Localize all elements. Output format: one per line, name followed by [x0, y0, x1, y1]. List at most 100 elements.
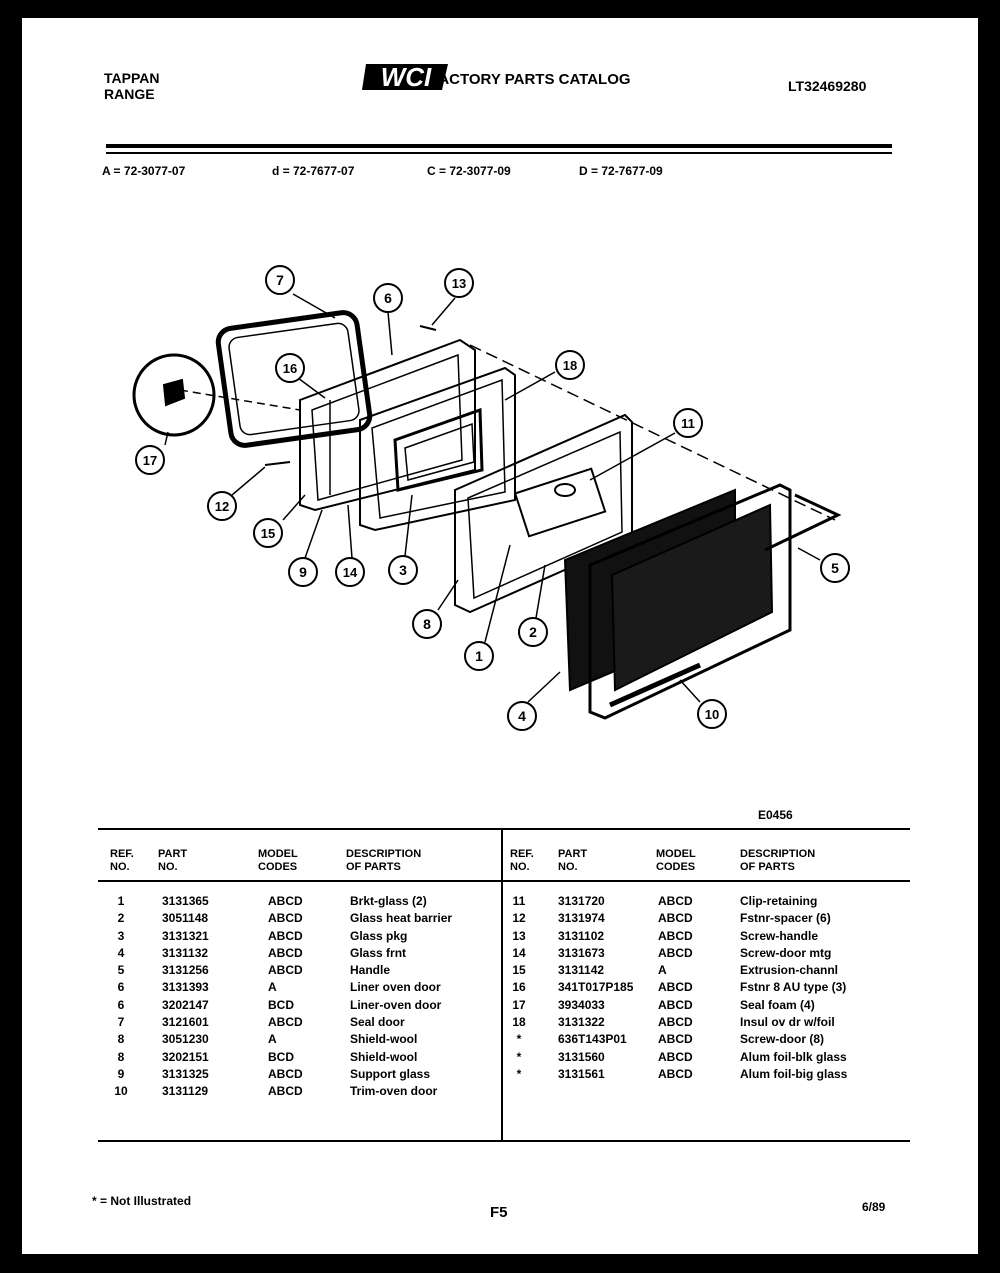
exploded-parts-diagram: 7 6 13 18 16 17 12 15 9 14 3 11 5 8 1 2 … [132, 265, 850, 731]
callout-5: 5 [820, 553, 850, 583]
callout-6: 6 [373, 283, 403, 313]
cell-part: 3131256 [162, 963, 209, 978]
cell-part: 3131129 [162, 1084, 209, 1099]
cell-part: 3121601 [162, 1015, 209, 1030]
cell-ref: 15 [512, 963, 526, 978]
cell-ref: * [516, 1066, 522, 1081]
header-model-right: MODEL CODES [656, 848, 696, 873]
callout-9: 9 [288, 557, 318, 587]
cell-codes: BCD [268, 1049, 294, 1064]
table-divider [501, 830, 503, 1140]
catalog-date: 6/89 [862, 1200, 886, 1214]
cell-desc: Glass heat barrier [350, 911, 453, 926]
cell-codes: ABCD [268, 945, 303, 960]
svg-text:8: 8 [423, 616, 431, 632]
svg-text:7: 7 [276, 272, 284, 288]
header-rule-bottom [106, 152, 892, 154]
cell-ref: 10 [114, 1084, 128, 1099]
callout-8: 8 [412, 609, 442, 639]
cell-desc: Fstnr-spacer (6) [740, 911, 831, 926]
cell-desc: Handle [350, 963, 391, 978]
cell-part: 3051148 [162, 911, 209, 926]
cell-codes: ABCD [658, 997, 693, 1012]
cell-part: 3131561 [558, 1066, 605, 1081]
cell-ref: 5 [117, 963, 125, 978]
logo-text: WCI [381, 62, 432, 92]
svg-text:17: 17 [143, 453, 157, 468]
cell-ref: 7 [117, 1015, 125, 1030]
cell-desc: Screw-door mtg [740, 945, 832, 960]
callout-1: 1 [464, 641, 494, 671]
wci-logo: WCI [362, 58, 452, 96]
cell-part: 3131560 [558, 1049, 605, 1064]
svg-text:6: 6 [384, 290, 392, 306]
cell-desc: Seal foam (4) [740, 997, 815, 1012]
callout-13: 13 [444, 268, 474, 298]
cell-ref: 2 [117, 911, 125, 926]
page-number: F5 [490, 1204, 508, 1221]
brand-line-1: TAPPAN [104, 70, 160, 86]
cell-part: 3131102 [558, 928, 605, 943]
cell-part: 636T143P01 [558, 1032, 627, 1047]
callout-14: 14 [335, 557, 365, 587]
cell-ref: 1 [117, 894, 125, 908]
callout-12: 12 [207, 491, 237, 521]
cell-codes: ABCD [268, 894, 303, 908]
cell-ref: * [516, 1049, 522, 1064]
svg-text:2: 2 [529, 624, 537, 640]
cell-codes: ABCD [268, 1066, 303, 1081]
svg-text:1: 1 [475, 648, 483, 664]
cell-part: 3131321 [162, 928, 209, 943]
svg-text:15: 15 [261, 526, 275, 541]
cell-ref: 6 [117, 997, 125, 1012]
svg-text:9: 9 [299, 564, 307, 580]
table-rule-bottom [98, 1140, 910, 1142]
cell-desc: Clip-retaining [740, 894, 818, 908]
callout-15: 15 [253, 518, 283, 548]
cell-desc: Alum foil-blk glass [740, 1049, 847, 1064]
header-desc-left: DESCRIPTION OF PARTS [346, 848, 422, 873]
svg-text:16: 16 [283, 361, 297, 376]
cell-part: 3131142 [558, 963, 605, 978]
cell-ref: 12 [512, 911, 526, 926]
cell-part: 3131393 [162, 980, 209, 995]
header-ref-left: REF. NO. [110, 848, 134, 873]
svg-text:10: 10 [705, 707, 719, 722]
cell-ref: 11 [512, 894, 526, 908]
callout-7: 7 [265, 265, 295, 295]
table-rule-header [98, 880, 910, 882]
cell-codes: ABCD [658, 1015, 693, 1030]
cell-desc: Glass pkg [350, 928, 408, 943]
svg-text:5: 5 [831, 560, 839, 576]
cell-ref: 18 [512, 1015, 526, 1030]
brand-line-2: RANGE [104, 86, 155, 102]
cell-ref: 14 [512, 945, 526, 960]
cell-ref: 17 [512, 997, 526, 1012]
cell-codes: ABCD [658, 894, 693, 908]
callout-16: 16 [275, 353, 305, 383]
cell-desc: Glass frnt [350, 945, 407, 960]
header-part-right: PART NO. [558, 848, 588, 873]
cell-ref: 8 [117, 1032, 125, 1047]
cell-desc: Shield-wool [350, 1049, 418, 1064]
header-part-left: PART NO. [158, 848, 188, 873]
svg-text:12: 12 [215, 499, 229, 514]
callout-4: 4 [507, 701, 537, 731]
header-desc-right: DESCRIPTION OF PARTS [740, 848, 816, 873]
cell-desc: Screw-handle [740, 928, 819, 943]
cell-part: 3131720 [558, 894, 605, 908]
svg-text:3: 3 [399, 562, 407, 578]
cell-part: 3131673 [558, 945, 605, 960]
callout-11: 11 [673, 408, 703, 438]
svg-text:18: 18 [563, 358, 577, 373]
header-model-left: MODEL CODES [258, 848, 298, 873]
diagram-code: E0456 [758, 808, 793, 822]
cell-codes: A [658, 963, 667, 978]
header-ref-right: REF. NO. [510, 848, 534, 873]
model-code-a: A = 72-3077-07 [102, 164, 186, 178]
model-code-b: d = 72-7677-07 [272, 164, 355, 178]
cell-part: 3131132 [162, 945, 209, 960]
not-illustrated-note: * = Not Illustrated [92, 1194, 192, 1208]
cell-codes: ABCD [658, 980, 693, 995]
cell-desc: Fstnr 8 AU type (3) [740, 980, 847, 995]
